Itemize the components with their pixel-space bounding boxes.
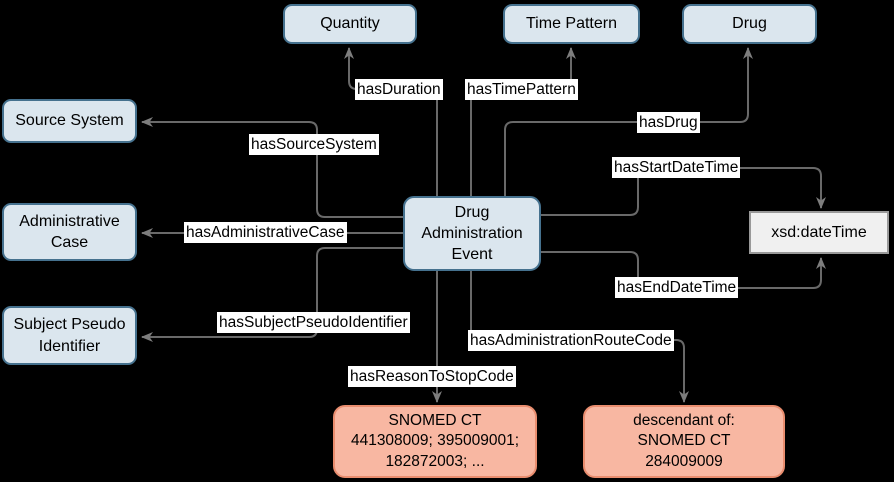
node-administrative-case-label: Administrative Case bbox=[19, 212, 120, 251]
edge-has-drug bbox=[504, 47, 753, 196]
node-subject-pseudo-identifier: Subject Pseudo Identifier bbox=[2, 306, 137, 365]
node-drug: Drug bbox=[682, 4, 817, 44]
node-xsd-datetime: xsd:dateTime bbox=[749, 211, 889, 254]
edge-label-has-source-system: hasSourceSystem bbox=[249, 134, 379, 155]
node-quantity-label: Quantity bbox=[320, 15, 380, 33]
node-time-pattern: Time Pattern bbox=[503, 4, 640, 44]
edge-label-has-end-date-time: hasEndDateTime bbox=[615, 277, 739, 298]
edge-has-subject-pseudo-identifier bbox=[141, 247, 403, 342]
node-subject-pseudo-identifier-label: Subject Pseudo Identifier bbox=[13, 316, 126, 355]
edge-label-has-administrative-case: hasAdministrativeCase bbox=[184, 222, 347, 243]
node-administrative-case: Administrative Case bbox=[2, 203, 137, 261]
node-snomed-route-code-label: descendant of: SNOMED CT 284009009 bbox=[633, 411, 735, 470]
node-source-system-label: Source System bbox=[15, 112, 124, 130]
node-time-pattern-label: Time Pattern bbox=[526, 15, 617, 33]
node-snomed-reason-codes-label: SNOMED CT 441308009; 395009001; 18287200… bbox=[350, 411, 520, 470]
edge-label-has-drug: hasDrug bbox=[637, 112, 700, 133]
node-drug-administration-event-label: Drug Administration Event bbox=[421, 203, 523, 264]
edge-has-source-system bbox=[141, 117, 403, 218]
node-drug-label: Drug bbox=[732, 15, 767, 33]
node-xsd-datetime-label: xsd:dateTime bbox=[771, 223, 867, 241]
edge-has-duration bbox=[344, 47, 438, 196]
edge-label-has-time-pattern: hasTimePattern bbox=[465, 79, 578, 100]
node-snomed-reason-codes: SNOMED CT 441308009; 395009001; 18287200… bbox=[333, 405, 537, 478]
edge-label-has-duration: hasDuration bbox=[355, 79, 443, 100]
edge-label-has-subject-pseudo-identifier: hasSubjectPseudoIdentifier bbox=[217, 312, 410, 333]
node-snomed-route-code: descendant of: SNOMED CT 284009009 bbox=[583, 405, 785, 478]
edge-label-has-start-date-time: hasStartDateTime bbox=[612, 157, 741, 178]
node-quantity: Quantity bbox=[283, 4, 417, 44]
edge-label-has-administration-route-code: hasAdministrationRouteCode bbox=[468, 330, 674, 351]
edge-label-has-reason-to-stop-code: hasReasonToStopCode bbox=[348, 366, 516, 387]
node-source-system: Source System bbox=[2, 99, 137, 143]
node-drug-administration-event: Drug Administration Event bbox=[403, 196, 541, 271]
